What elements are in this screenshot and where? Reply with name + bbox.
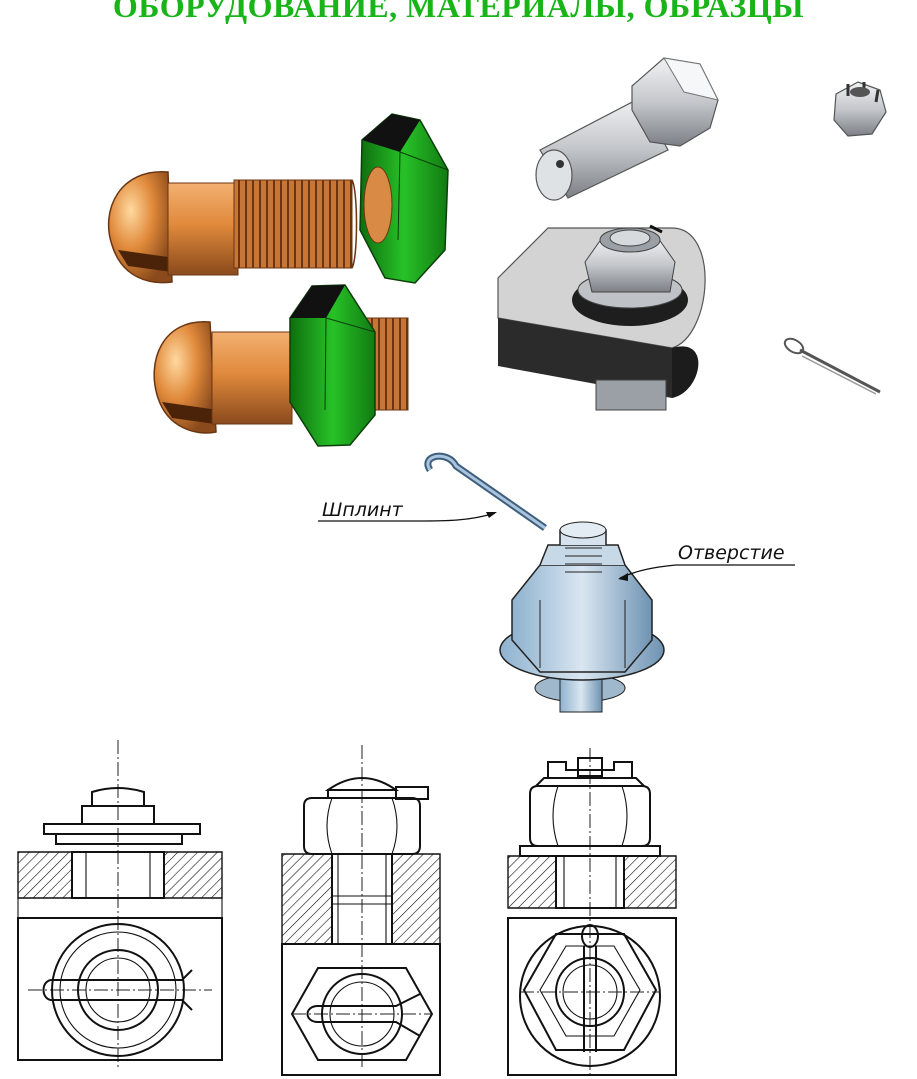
castle-nut-sketch bbox=[424, 452, 665, 713]
cotter-pin-loose bbox=[783, 337, 881, 395]
green-nut-lower bbox=[289, 284, 376, 447]
page-title: ОБОРУДОВАНИЕ, МАТЕРИАЛЫ, ОБРАЗЦЫ bbox=[112, 0, 805, 24]
castle-nut bbox=[833, 81, 887, 137]
callout-hole: Отверстие bbox=[618, 542, 795, 581]
drawing-view-1 bbox=[17, 740, 223, 1070]
green-nut-upper bbox=[359, 113, 449, 284]
callout-cotter-pin-label: Шплинт bbox=[322, 499, 404, 521]
drawing-view-3 bbox=[507, 748, 677, 1076]
callout-hole-label: Отверстие bbox=[678, 542, 785, 564]
steel-bolt bbox=[535, 57, 719, 201]
callout-cotter-pin: Шплинт bbox=[318, 499, 497, 522]
drawing-view-2 bbox=[281, 745, 441, 1076]
bracket-assembly bbox=[497, 224, 706, 411]
copper-screw-upper bbox=[107, 171, 358, 284]
